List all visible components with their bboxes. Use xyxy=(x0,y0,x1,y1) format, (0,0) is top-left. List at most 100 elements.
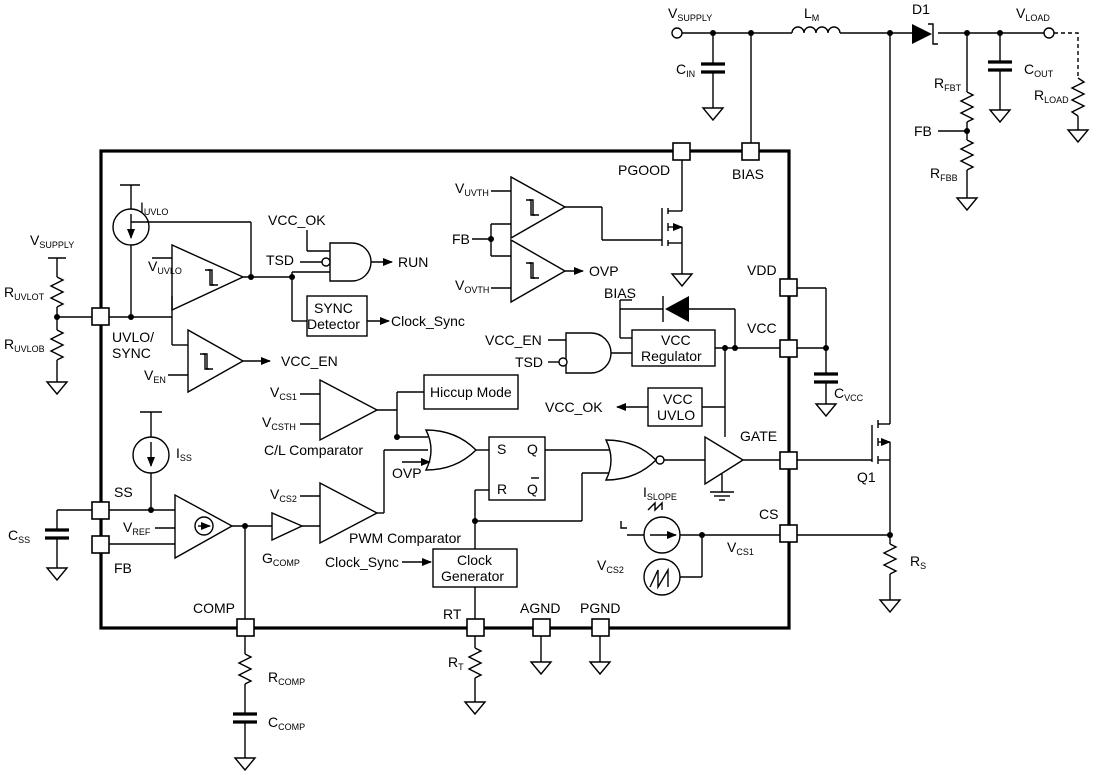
svg-text:RUVLOT: RUVLOT xyxy=(4,284,45,302)
label-cl-comparator: C/L Comparator xyxy=(264,442,363,458)
svg-text:ISLOPE: ISLOPE xyxy=(643,484,677,502)
label-vcc-en-out: VCC_EN xyxy=(281,353,338,369)
svg-text:VUVLO: VUVLO xyxy=(148,258,182,276)
svg-text:VUVTH: VUVTH xyxy=(455,180,489,198)
label-vsupply-left: V xyxy=(30,232,40,248)
svg-text:VSUPPLY: VSUPPLY xyxy=(668,5,712,23)
label-cvcc: C xyxy=(834,385,844,401)
svg-text:RUVLOB: RUVLOB xyxy=(4,336,45,354)
resistor-rload xyxy=(1070,77,1086,117)
label-run: RUN xyxy=(398,254,428,270)
svg-text:COUT: COUT xyxy=(1024,61,1054,79)
cl-comparator xyxy=(319,378,379,442)
label-vload: V xyxy=(1016,5,1026,21)
labels: VSUPPLY LM D1 VLOAD CIN RFBT COUT RLOAD … xyxy=(4,1,1069,732)
label-ovp-in: OVP xyxy=(392,465,422,481)
vcc-en-and-gate xyxy=(565,332,612,374)
label-vcc-pin: VCC xyxy=(747,320,777,336)
label-ruvlob: R xyxy=(4,336,14,352)
label-cs: CS xyxy=(759,506,778,522)
vcc-regulator-section xyxy=(548,287,838,437)
vload-terminal xyxy=(1043,27,1055,39)
vcc-regulator xyxy=(631,329,716,367)
label-gcomp: G xyxy=(262,550,273,566)
resistor-ruvlot xyxy=(49,276,65,308)
pwm-comparator xyxy=(319,481,379,545)
label-vcc-uvlo-2: UVLO xyxy=(657,407,695,423)
label-uvlo-sync-2: SYNC xyxy=(112,345,151,361)
output-stage xyxy=(797,420,902,614)
label-rt: R xyxy=(448,654,458,670)
label-sr-q: Q xyxy=(527,441,538,457)
label-rload: R xyxy=(1034,87,1044,103)
gate-driver xyxy=(704,435,745,486)
label-ss: SS xyxy=(114,484,133,500)
error-amp-section xyxy=(45,411,320,619)
svg-text:VCSTH: VCSTH xyxy=(262,414,296,432)
pin-bias xyxy=(741,142,760,161)
label-vdd: VDD xyxy=(747,262,777,278)
ov-comparator xyxy=(510,238,567,304)
label-fb-ext: FB xyxy=(914,123,932,139)
label-clock-gen-2: Generator xyxy=(441,568,504,584)
label-tsd-top: TSD xyxy=(266,252,294,268)
svg-text:VCS1: VCS1 xyxy=(727,539,754,557)
pin-vcc xyxy=(779,339,798,358)
svg-text:RCOMP: RCOMP xyxy=(268,669,305,687)
label-bias-pin: BIAS xyxy=(732,166,764,182)
label-comp: COMP xyxy=(193,600,235,616)
label-uvlo-sync-1: UVLO/ xyxy=(112,329,154,345)
nor-gate xyxy=(604,439,657,481)
pin-gate xyxy=(779,451,798,470)
svg-text:CSS: CSS xyxy=(8,527,30,545)
label-rcomp: R xyxy=(268,669,278,685)
label-vcs2: V xyxy=(270,486,280,502)
sync-detector xyxy=(306,295,368,337)
pin-ss xyxy=(91,501,110,520)
pin-fb xyxy=(91,535,110,554)
label-sr-s: S xyxy=(497,441,506,457)
svg-text:CIN: CIN xyxy=(676,61,695,79)
svg-text:VLOAD: VLOAD xyxy=(1016,5,1050,23)
resistor-rfbb xyxy=(959,139,975,171)
resistor-rt xyxy=(467,647,483,679)
pin-agnd xyxy=(532,618,551,637)
label-vcs1-right: V xyxy=(727,539,737,555)
label-agnd: AGND xyxy=(520,600,560,616)
label-cin: C xyxy=(676,61,686,77)
svg-text:LM: LM xyxy=(804,5,819,23)
label-iuvlo: I xyxy=(140,199,144,215)
label-hiccup: Hiccup Mode xyxy=(430,384,512,400)
diode-d1 xyxy=(912,24,932,44)
label-ven: V xyxy=(144,367,154,383)
label-sync-detector-2: Detector xyxy=(307,316,360,332)
pin-rt xyxy=(466,618,485,637)
gcomp-buffer xyxy=(271,511,304,542)
label-fb-int: FB xyxy=(452,231,470,247)
svg-text:CVCC: CVCC xyxy=(834,385,864,403)
label-vsupply-top: V xyxy=(668,5,678,21)
svg-text:VCS1: VCS1 xyxy=(270,384,297,402)
label-tsd-mid: TSD xyxy=(515,354,543,370)
pin-cs xyxy=(779,524,798,543)
svg-text:VEN: VEN xyxy=(144,367,166,385)
resistor-ruvlob xyxy=(49,329,65,361)
diode-vcc xyxy=(665,296,689,322)
sr-latch xyxy=(488,436,546,501)
label-d1: D1 xyxy=(912,1,930,17)
svg-text:RFBB: RFBB xyxy=(930,165,958,183)
uvlo-comparator xyxy=(171,243,245,312)
label-css: C xyxy=(8,527,18,543)
svg-text:VREF: VREF xyxy=(123,519,151,537)
label-bias-int: BIAS xyxy=(604,285,636,301)
label-ccomp: C xyxy=(268,714,278,730)
label-vovth: V xyxy=(455,277,465,293)
svg-text:IUVLO: IUVLO xyxy=(140,199,168,217)
svg-text:RT: RT xyxy=(448,654,464,672)
svg-text:RFBT: RFBT xyxy=(934,75,962,93)
pin-pgnd xyxy=(591,618,610,637)
uvlo-section xyxy=(45,184,393,396)
label-vcs2-right: V xyxy=(597,557,607,573)
bottom-components xyxy=(233,636,612,772)
label-clock-sync-out: Clock_Sync xyxy=(391,313,465,329)
